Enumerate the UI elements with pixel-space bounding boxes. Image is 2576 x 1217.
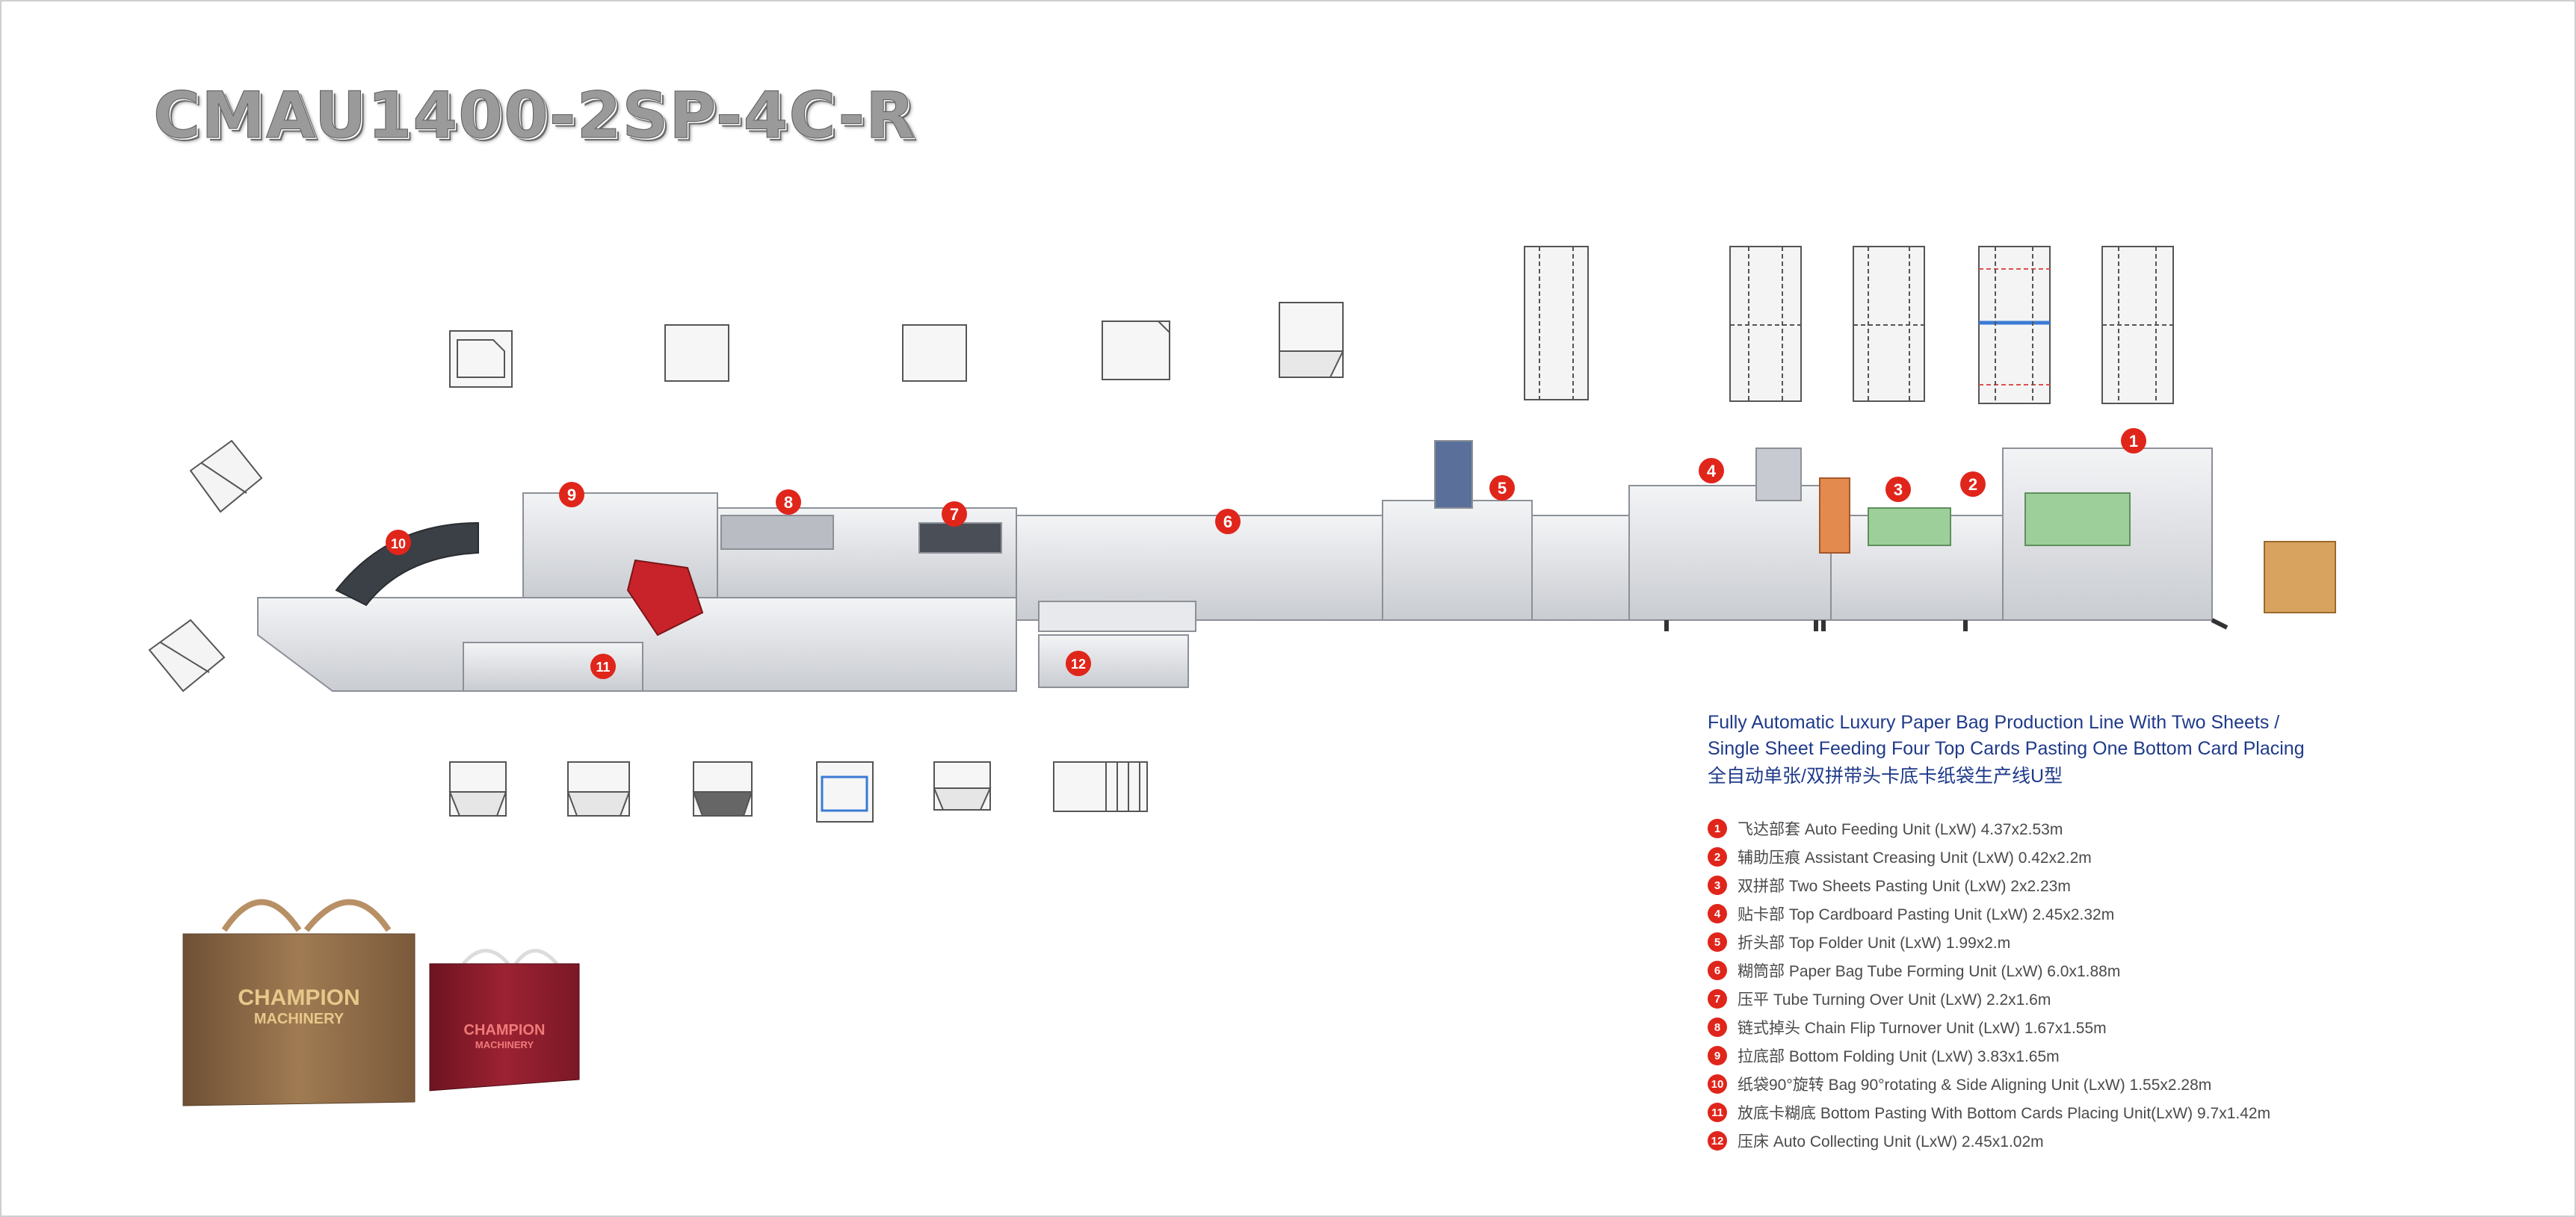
svg-text:2: 2 [1968, 475, 1977, 494]
svg-text:8: 8 [784, 493, 793, 512]
unit-spec-item: 5 折头部 Top Folder Unit (LxW) 1.99x2.m [1708, 928, 2270, 956]
unit-number-badge: 1 [1708, 819, 1727, 838]
unit-spec-item: 8 链式掉头 Chain Flip Turnover Unit (LxW) 1.6… [1708, 1013, 2270, 1041]
machine-body [257, 440, 2336, 692]
badge-7: 7 [942, 501, 967, 527]
unit-number-badge: 9 [1708, 1046, 1727, 1065]
unit-spec-item: 6 糊筒部 Paper Bag Tube Forming Unit (LxW) 6… [1708, 956, 2270, 985]
unit-spec-text: 折头部 Top Folder Unit (LxW) 1.99x2.m [1738, 935, 2011, 952]
unit-spec-text: 辅助压痕 Assistant Creasing Unit (LxW) 0.42x… [1738, 849, 2092, 867]
svg-text:7: 7 [950, 505, 959, 524]
badge-12: 12 [1066, 651, 1091, 676]
unit-spec-text: 链式掉头 Chain Flip Turnover Unit (LxW) 1.67… [1738, 1020, 2107, 1037]
fold-diagrams-bottom [448, 761, 1148, 823]
svg-text:MACHINERY: MACHINERY [475, 1039, 534, 1050]
badge-8: 8 [776, 489, 801, 515]
svg-text:CHAMPION: CHAMPION [464, 1022, 546, 1038]
unit-number-badge: 4 [1708, 904, 1727, 923]
unit-spec-item: 4 贴卡部 Top Cardboard Pasting Unit (LxW) 2.… [1708, 899, 2270, 928]
unit-spec-text: 压平 Tube Turning Over Unit (LxW) 2.2x1.6m [1738, 991, 2051, 1009]
unit-number-badge: 7 [1708, 989, 1727, 1009]
sample-bag-brown: CHAMPION MACHINERY [182, 899, 416, 1106]
unit-spec-item: 12 压床 Auto Collecting Unit (LxW) 2.45x1.0… [1708, 1127, 2270, 1155]
svg-text:9: 9 [567, 486, 576, 504]
badge-1: 1 [2121, 428, 2146, 453]
unit-number-badge: 11 [1708, 1103, 1727, 1122]
unit-spec-text: 压床 Auto Collecting Unit (LxW) 2.45x1.02m [1738, 1133, 2044, 1151]
badge-6: 6 [1215, 509, 1241, 534]
fold-diagrams-top [449, 302, 1344, 388]
bag-diagrams-left [148, 439, 263, 693]
unit-number-badge: 12 [1708, 1131, 1727, 1151]
unit-spec-text: 糊筒部 Paper Bag Tube Forming Unit (LxW) 6.… [1738, 963, 2121, 980]
unit-spec-item: 11 放底卡糊底 Bottom Pasting With Bottom Cards… [1708, 1098, 2270, 1127]
unit-spec-text: 双拼部 Two Sheets Pasting Unit (LxW) 2x2.23… [1738, 878, 2071, 895]
svg-text:1: 1 [2129, 432, 2138, 450]
unit-number-badge: 2 [1708, 847, 1727, 867]
badge-9: 9 [559, 482, 584, 507]
svg-text:3: 3 [1894, 480, 1903, 499]
unit-spec-item: 7 压平 Tube Turning Over Unit (LxW) 2.2x1.6… [1708, 985, 2270, 1013]
machine-number-badges: 1 2 3 4 5 6 7 8 9 10 11 12 [386, 428, 2146, 679]
unit-spec-text: 放底卡糊底 Bottom Pasting With Bottom Cards P… [1738, 1105, 2271, 1122]
sheet-diagrams-top-right [1524, 246, 2174, 404]
unit-spec-text: 纸袋90°旋转 Bag 90°rotating & Side Aligning … [1738, 1077, 2212, 1094]
svg-text:5: 5 [1498, 479, 1507, 498]
unit-spec-item: 2 辅助压痕 Assistant Creasing Unit (LxW) 0.42… [1708, 843, 2270, 871]
product-description: Fully Automatic Luxury Paper Bag Product… [1708, 710, 2305, 790]
unit-number-badge: 5 [1708, 932, 1727, 952]
unit-number-badge: 3 [1708, 876, 1727, 895]
svg-text:MACHINERY: MACHINERY [254, 1011, 345, 1027]
unit-spec-text: 飞达部套 Auto Feeding Unit (LxW) 4.37x2.53m [1738, 821, 2063, 838]
badge-2: 2 [1960, 471, 1986, 497]
unit-number-badge: 10 [1708, 1074, 1727, 1094]
unit-number-badge: 6 [1708, 961, 1727, 980]
unit-spec-list: 1 飞达部套 Auto Feeding Unit (LxW) 4.37x2.53m… [1708, 814, 2270, 1155]
svg-text:4: 4 [1707, 462, 1717, 480]
badge-4: 4 [1699, 458, 1724, 483]
unit-spec-item: 10 纸袋90°旋转 Bag 90°rotating & Side Alignin… [1708, 1070, 2270, 1098]
badge-10: 10 [386, 530, 411, 555]
svg-text:10: 10 [391, 536, 406, 551]
description-line-2: Single Sheet Feeding Four Top Cards Past… [1708, 738, 2305, 759]
model-title: CMAU1400-2SP-4C-R [152, 78, 916, 154]
unit-spec-item: 3 双拼部 Two Sheets Pasting Unit (LxW) 2x2.2… [1708, 871, 2270, 899]
description-chinese: 全自动单张/双拼带头卡底卡纸袋生产线U型 [1708, 766, 2063, 787]
unit-spec-text: 贴卡部 Top Cardboard Pasting Unit (LxW) 2.4… [1738, 906, 2115, 923]
unit-spec-item: 1 飞达部套 Auto Feeding Unit (LxW) 4.37x2.53m [1708, 814, 2270, 843]
svg-text:CHAMPION: CHAMPION [238, 985, 359, 1010]
unit-number-badge: 8 [1708, 1018, 1727, 1037]
unit-spec-text: 拉底部 Bottom Folding Unit (LxW) 3.83x1.65m [1738, 1048, 2060, 1065]
description-line-1: Fully Automatic Luxury Paper Bag Product… [1708, 712, 2280, 733]
svg-text:6: 6 [1223, 512, 1232, 531]
badge-11: 11 [590, 654, 616, 679]
badge-3: 3 [1885, 477, 1911, 502]
svg-text:11: 11 [596, 660, 610, 675]
sample-bag-red: CHAMPION MACHINERY [429, 949, 580, 1091]
badge-5: 5 [1489, 475, 1515, 501]
unit-spec-item: 9 拉底部 Bottom Folding Unit (LxW) 3.83x1.65… [1708, 1041, 2270, 1070]
svg-text:12: 12 [1071, 657, 1086, 672]
